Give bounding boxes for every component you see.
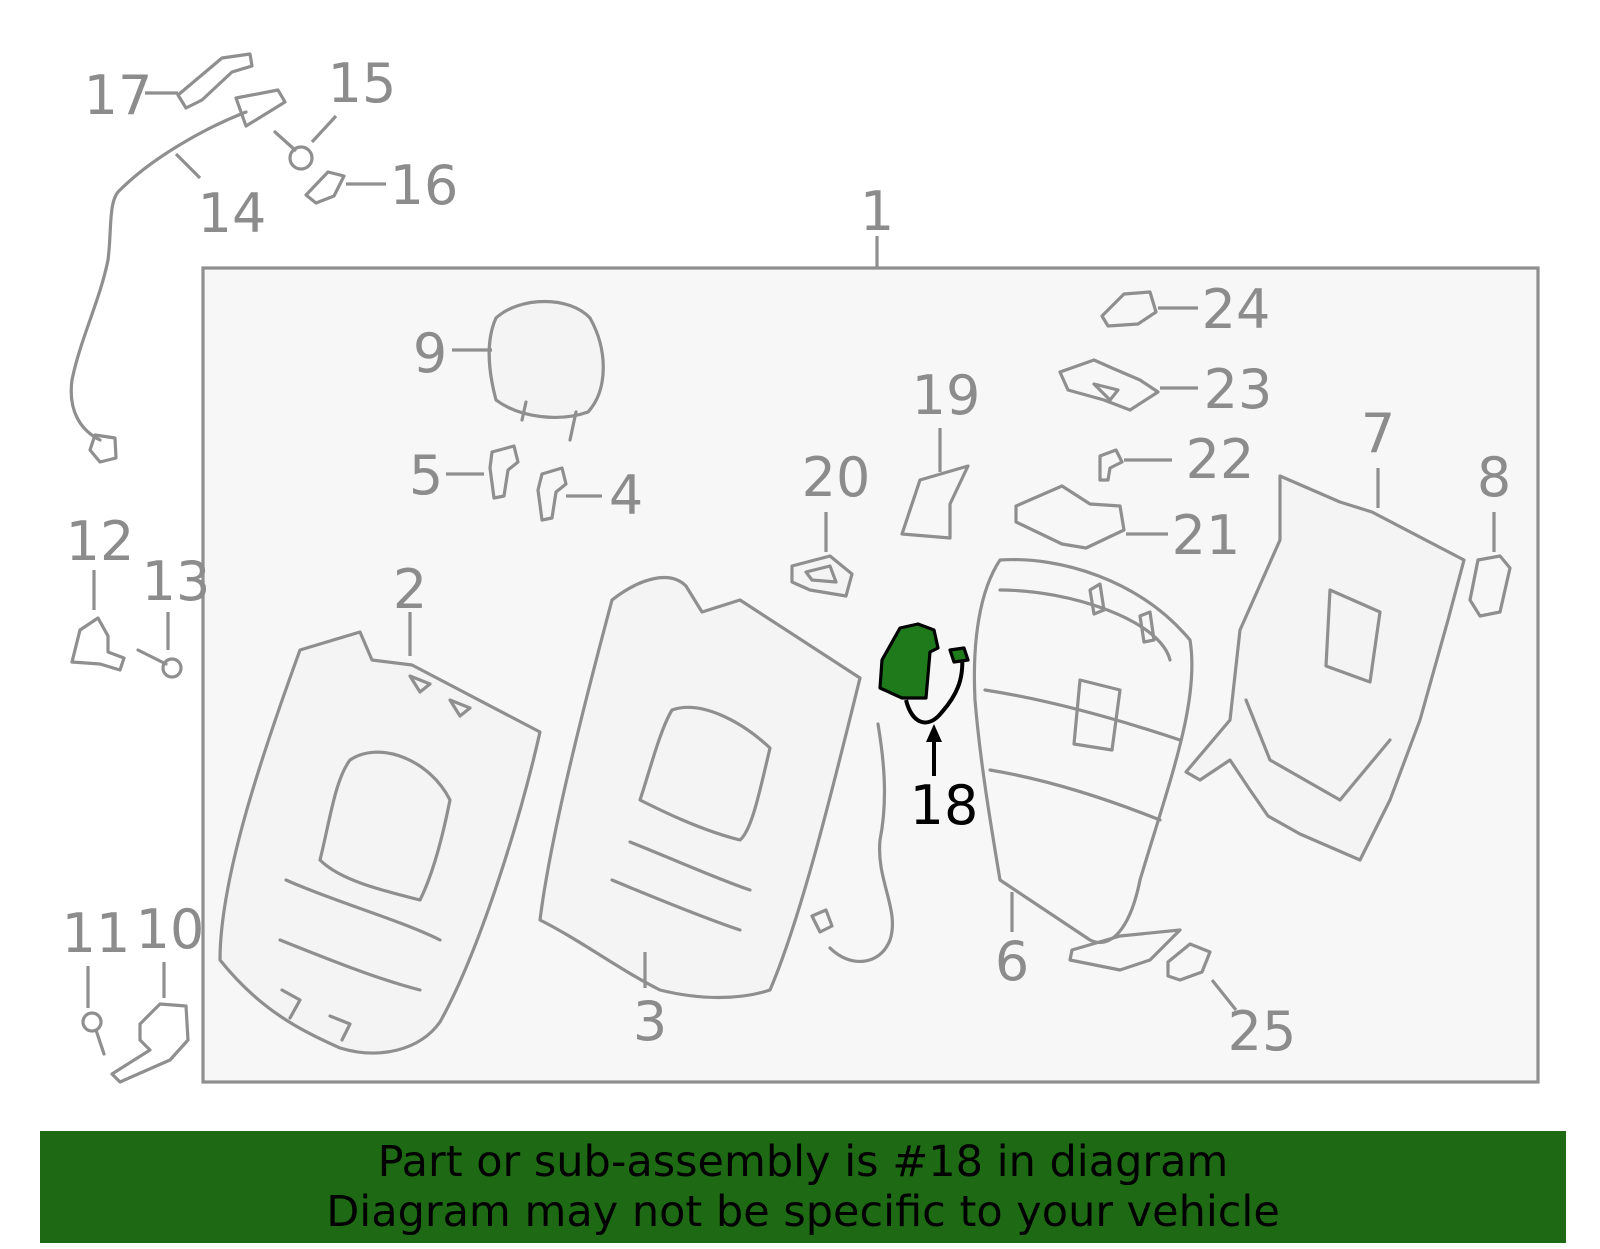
parts-diagram: 1 2 3 4 5 6 7 8 9 10 11 12 13 14 15 16 1… (62, 52, 1540, 1084)
callout-10: 10 (136, 898, 205, 961)
part-22-clip (1098, 448, 1172, 482)
callout-24: 24 (1202, 278, 1271, 341)
part-9-headrest (452, 300, 605, 442)
part-25-trim (1166, 942, 1238, 1011)
part-2-seatback-cover (218, 612, 542, 1055)
part-12-bracket (70, 570, 126, 672)
part-18-cable (810, 722, 895, 963)
part-20-bezel (790, 512, 854, 598)
part-4-guide (536, 466, 602, 522)
callout-16: 16 (390, 154, 459, 217)
callout-4: 4 (609, 464, 643, 527)
callout-22: 22 (1186, 428, 1255, 491)
callout-25: 25 (1228, 1000, 1297, 1063)
callout-17: 17 (84, 64, 153, 127)
part-13-bolt (136, 612, 183, 679)
part-7-back-panel (1184, 468, 1466, 862)
part-17-bracket (145, 52, 254, 110)
callout-9: 9 (413, 322, 447, 385)
callout-15: 15 (328, 52, 397, 115)
callout-1: 1 (860, 180, 894, 243)
callout-19: 19 (912, 364, 981, 427)
part-11-bolt (81, 966, 106, 1056)
part-10-bracket (110, 962, 190, 1084)
part-5-guide (446, 444, 520, 500)
callout-11: 11 (62, 902, 131, 965)
part-3-seatback-cover (538, 576, 862, 1000)
callout-6: 6 (995, 930, 1029, 993)
part-24-cover (1100, 290, 1198, 328)
callout-3: 3 (633, 990, 667, 1053)
callout-5: 5 (409, 444, 443, 507)
callout-18: 18 (910, 774, 979, 837)
info-banner: Part or sub-assembly is #18 in diagram D… (40, 1131, 1566, 1243)
part-6-frame (972, 557, 1194, 972)
part-14-cable (69, 88, 287, 464)
part-21-pad (1014, 484, 1168, 550)
callout-2: 2 (393, 558, 427, 621)
callout-8: 8 (1477, 446, 1511, 509)
callout-7: 7 (1361, 402, 1395, 465)
callout-21: 21 (1172, 504, 1241, 567)
banner-line-2: Diagram may not be specific to your vehi… (326, 1187, 1280, 1237)
part-15-bolt (273, 114, 338, 171)
callout-14: 14 (198, 182, 267, 245)
part-8-bezel (1468, 512, 1512, 618)
part-16-clip (304, 170, 386, 205)
part-18-highlighted (878, 622, 970, 776)
callout-13: 13 (142, 550, 211, 613)
callout-23: 23 (1204, 358, 1273, 421)
part-23-bracket (1058, 358, 1198, 412)
callout-12: 12 (66, 510, 135, 573)
callout-20: 20 (802, 446, 871, 509)
banner-line-1: Part or sub-assembly is #18 in diagram (377, 1137, 1229, 1187)
part-19-panel (900, 428, 970, 540)
